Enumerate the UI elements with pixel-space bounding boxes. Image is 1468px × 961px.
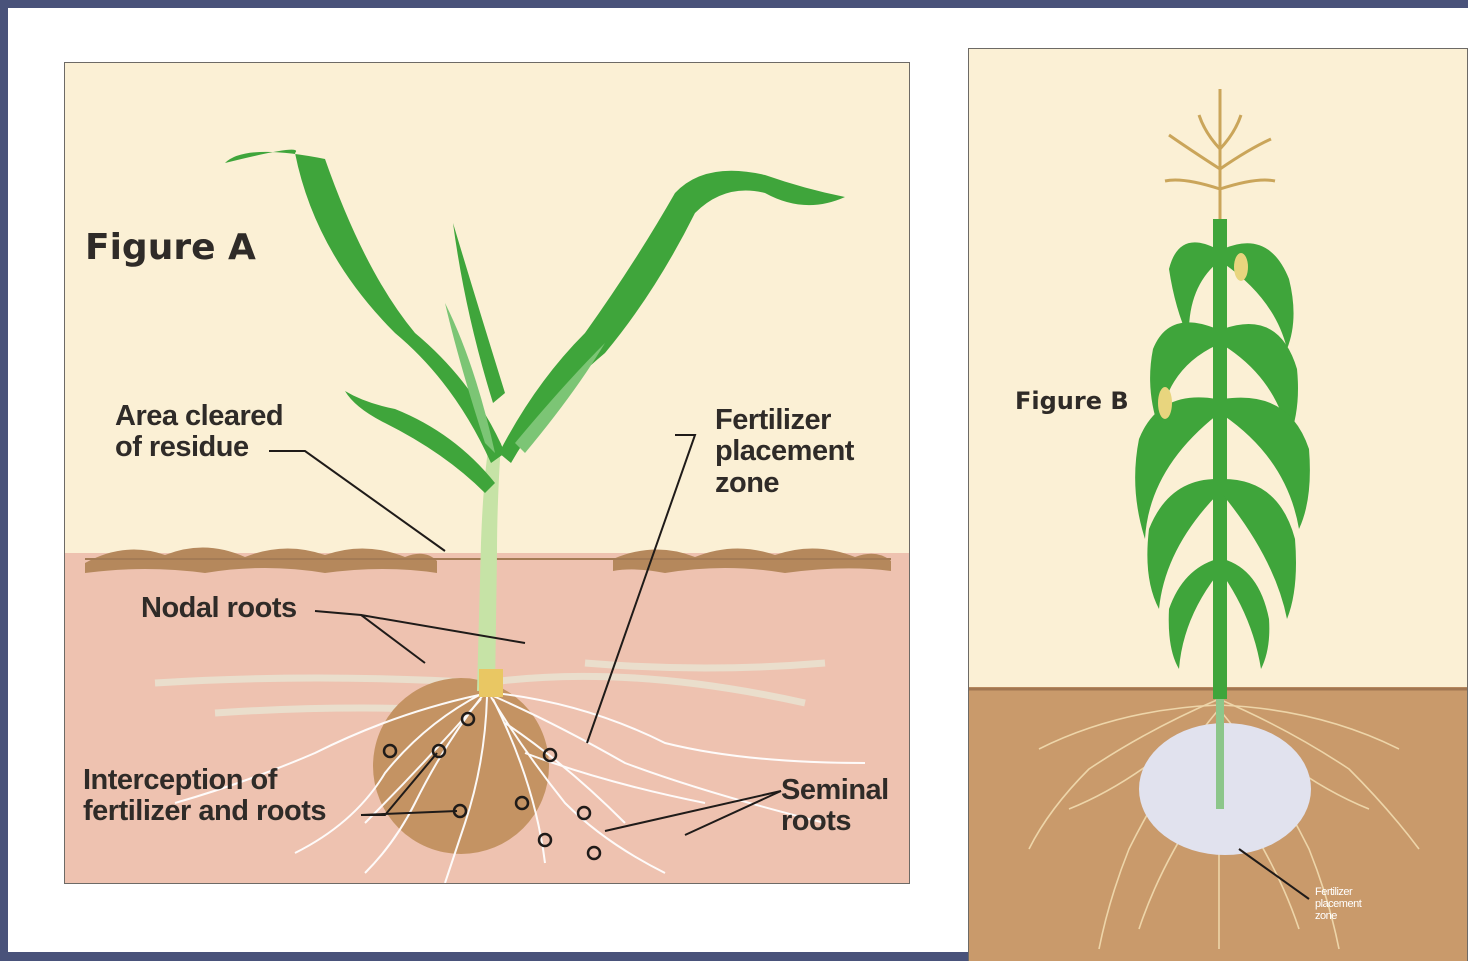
label-fertilizer-placement-zone-b: Fertilizer placement zone [1315, 887, 1361, 923]
slide: Figure A Area cleared of residue Fertili… [8, 8, 1468, 952]
figure-b-panel: Figure B Fertilizer placement zone [968, 48, 1468, 961]
label-seminal-roots: Seminal roots [781, 775, 889, 838]
label-interception: Interception of fertilizer and roots [83, 765, 326, 828]
figure-b-illustration [969, 49, 1467, 961]
figure-a-panel: Figure A Area cleared of residue Fertili… [64, 62, 910, 884]
figure-b-title: Figure B [1015, 387, 1129, 415]
tassel-b [1165, 89, 1275, 219]
fertilizer-zone-b [1139, 723, 1311, 855]
label-area-cleared: Area cleared of residue [115, 401, 283, 464]
ear-upper-b [1234, 253, 1248, 281]
stalk-below-b [1216, 699, 1224, 809]
figure-a-title: Figure A [85, 227, 256, 268]
label-nodal-roots: Nodal roots [141, 593, 297, 624]
leaf-right-inner [515, 343, 605, 453]
stalk-b [1213, 219, 1227, 699]
ear-lower-b [1158, 387, 1172, 419]
stem-base [479, 669, 503, 697]
label-fertilizer-placement-zone: Fertilizer placement zone [715, 405, 854, 499]
leaf-up-left [453, 223, 505, 403]
